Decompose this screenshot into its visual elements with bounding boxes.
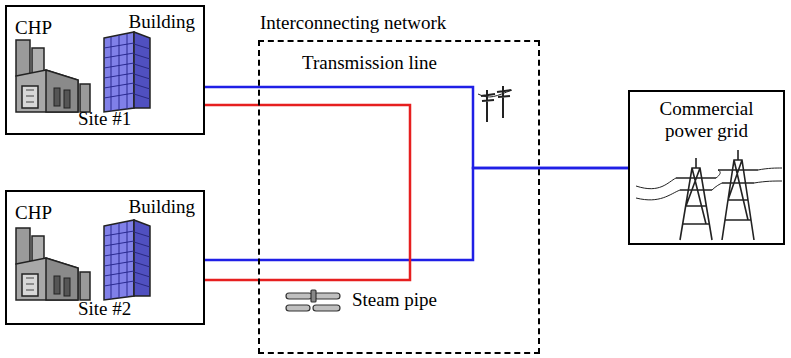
grid-label: Commercial power grid: [636, 98, 777, 142]
building-label: Building: [128, 196, 195, 218]
steam-line: [205, 105, 410, 280]
site-label: Site #1: [78, 108, 131, 130]
site-box: CHP BuildingSite #1: [5, 5, 205, 135]
power-line: [205, 87, 628, 168]
power-line: [205, 168, 628, 260]
pipe-label: Steam pipe: [352, 289, 437, 311]
building-label: Building: [128, 11, 195, 33]
site-label: Site #2: [78, 298, 131, 320]
line-label: Transmission line: [302, 52, 437, 74]
plant-label: CHP: [15, 202, 52, 224]
plant-label: CHP: [15, 17, 52, 39]
region-title: Interconnecting network: [260, 12, 446, 34]
grid-box: Commercial power grid: [628, 90, 785, 245]
site-box: CHP BuildingSite #2: [5, 190, 205, 325]
